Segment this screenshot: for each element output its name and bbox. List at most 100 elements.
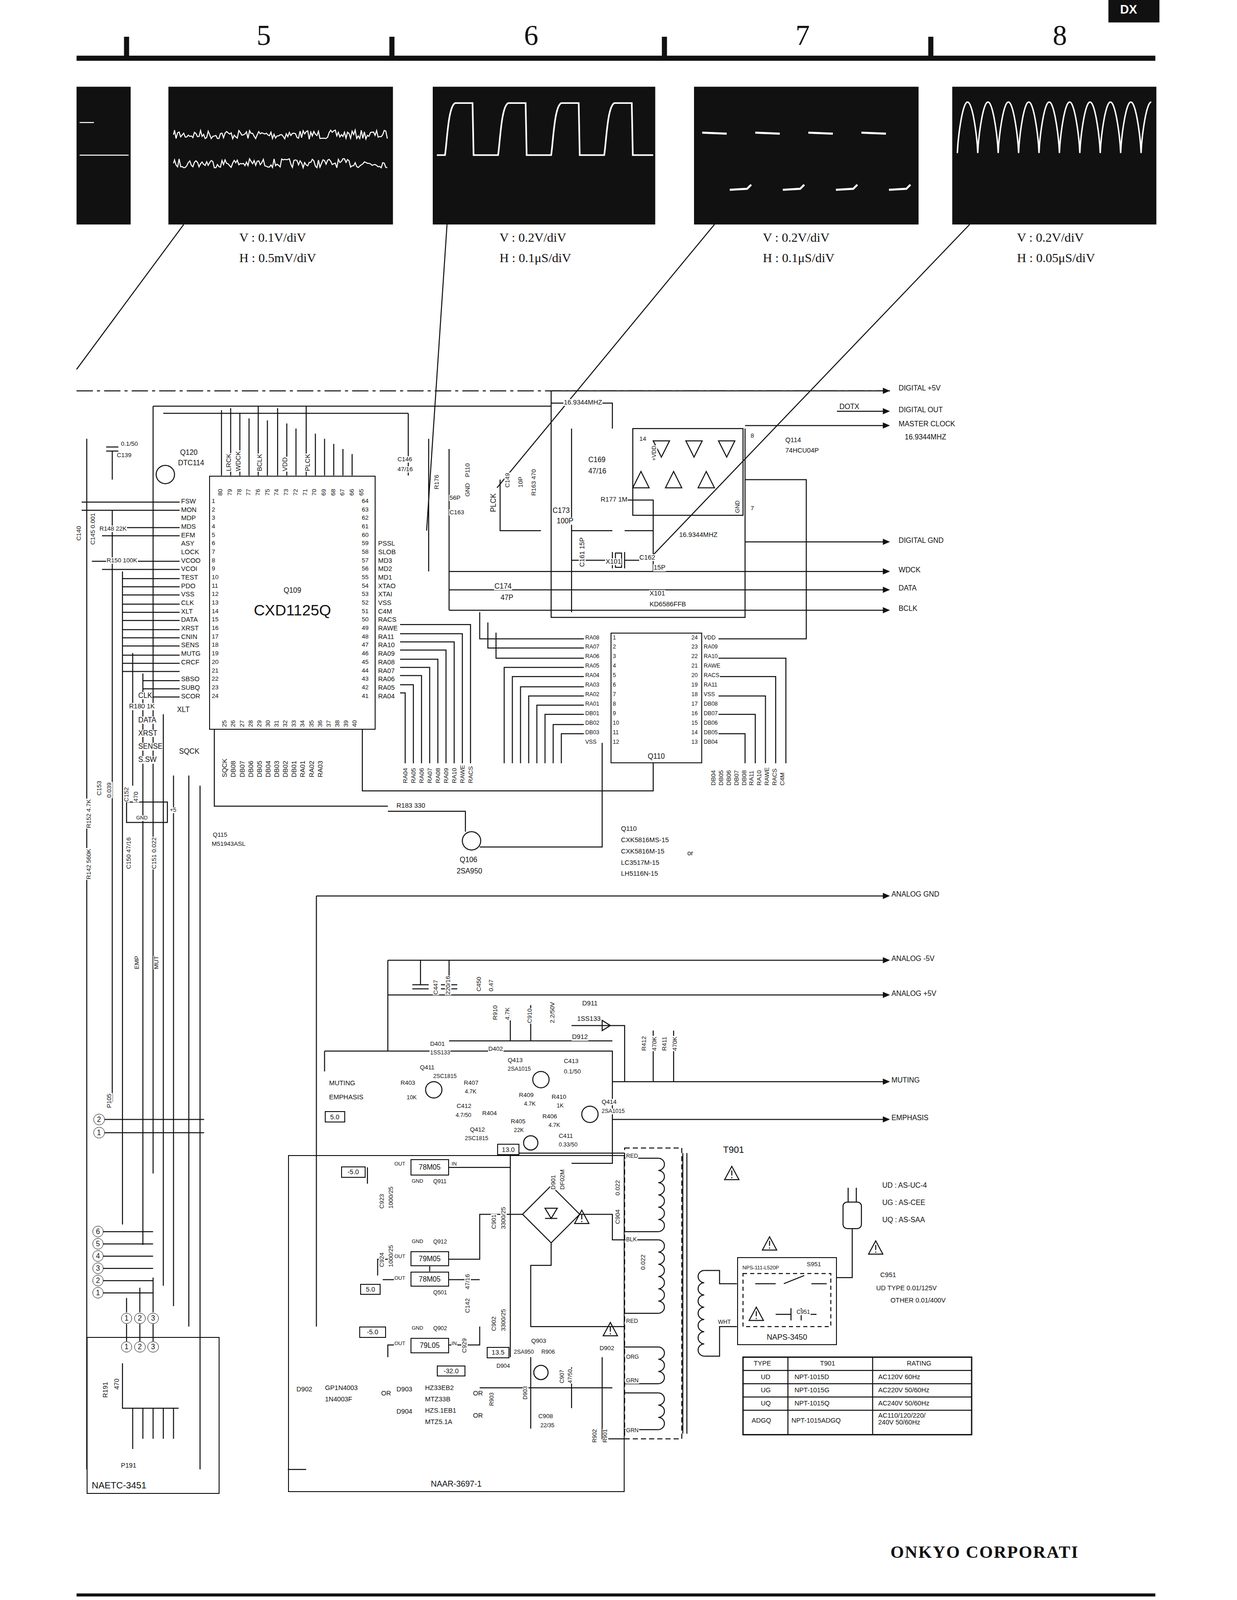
pin-label: 36 (317, 719, 324, 728)
part-label: VCOO (180, 557, 201, 565)
part-label: 14 (211, 608, 220, 615)
page-rule (76, 55, 1156, 61)
part-label: AC110/120/220/ 240V 50/60Hz (877, 1412, 943, 1427)
pin-label: RA02 (308, 760, 316, 778)
switch-symbol (755, 1276, 827, 1321)
part-label: 74HCU04P (784, 447, 820, 455)
part-label: 8 (211, 557, 216, 564)
part-label: D402 (488, 1046, 504, 1053)
wire-connector (152, 1324, 154, 1342)
component-box: 13.0 (497, 1144, 520, 1156)
part-label: RA03 (584, 682, 600, 689)
pin-label: 38 (334, 719, 341, 728)
pin-label: RAWE (459, 764, 466, 784)
part-label: R180 1K (128, 703, 156, 710)
connector-pin: 1 (121, 1341, 133, 1354)
part-label: 47/16 (396, 466, 414, 473)
pin-label: 27 (239, 719, 246, 728)
part-label: 22/35 (539, 1422, 555, 1429)
connector-pin: 4 (92, 1250, 104, 1262)
pin-label: RA09 (443, 767, 450, 784)
part-label: 5 (256, 20, 272, 51)
part-label: 57 (361, 557, 370, 564)
part-label: 1K (556, 1103, 564, 1110)
pin-label: P105 (106, 1093, 113, 1109)
part-label: 100P (556, 517, 574, 526)
connector-pin: 1 (93, 1127, 105, 1139)
part-label: 23 (211, 684, 220, 691)
pin-label: C907 (559, 1369, 566, 1384)
part-label: DB01 (584, 710, 600, 717)
component-name: 3 (150, 1343, 156, 1351)
part-label: R906 (541, 1349, 556, 1356)
part-label: RA06 (584, 653, 600, 660)
pin-label: GND (734, 499, 741, 514)
power-wires (316, 896, 675, 1328)
part-label: P191 (120, 1462, 137, 1470)
part-label: ORG (625, 1354, 640, 1361)
pin-label: 32 (282, 719, 289, 728)
part-label: RED (625, 1318, 639, 1325)
component-box: 5.0 (360, 1284, 381, 1296)
part-label: UD (760, 1373, 771, 1381)
part-label: TYPE (753, 1360, 772, 1368)
part-label: GND (411, 1239, 424, 1245)
part-label: 24 (211, 693, 220, 700)
pin-label: 0.47 (488, 979, 495, 993)
pin-label: 470 (113, 1378, 121, 1390)
part-label: 16.9344MHZ (678, 531, 718, 539)
part-label: 9 (211, 565, 216, 573)
part-label: 13 (690, 739, 699, 746)
scope-screen (432, 86, 656, 225)
pin-label: 470K (651, 1036, 658, 1052)
part-label: 8 (612, 701, 617, 708)
part-label: Q912 (432, 1239, 448, 1246)
component-name: 2 (137, 1314, 143, 1323)
part-label: OUT (394, 1161, 406, 1168)
pin-label: 66 (348, 488, 356, 496)
part-label: GRN (625, 1427, 640, 1434)
part-label: RA01 (584, 701, 600, 708)
part-label: UG (760, 1387, 772, 1394)
part-label: ASY (180, 540, 195, 548)
part-label: PDO (180, 582, 196, 590)
component-name: 13.5 (491, 1349, 505, 1357)
part-label: HZ33EB2 (424, 1384, 455, 1392)
part-label: 2SA950 (513, 1349, 535, 1356)
pin-label: 470K (671, 1036, 679, 1052)
part-label: +5 (169, 807, 177, 814)
part-label: GND (411, 1325, 424, 1332)
pin-label: 47/50 (567, 1369, 574, 1384)
pin-label: R910 (492, 1005, 499, 1021)
component-name: NAPS-3450 (766, 1333, 808, 1343)
pin-label: RA05 (410, 767, 417, 784)
pin-label: R411 (661, 1036, 668, 1052)
square-trace (436, 102, 654, 156)
pin-label: 220/16 (444, 975, 452, 995)
pin-label: DB08 (741, 769, 748, 787)
part-label: 16 (211, 625, 220, 632)
part-label: UD : AS-UC-4 (881, 1182, 928, 1190)
transistor-symbol (533, 1365, 549, 1381)
page-rule (76, 1593, 1156, 1597)
pin-label: RACS (771, 767, 778, 787)
pin-label: C910 (526, 1007, 533, 1024)
part-label: 4 (612, 663, 617, 670)
part-label: V : 0.2V/diV (498, 230, 567, 245)
part-label: SQCK (178, 748, 201, 756)
component-box: -5.0 (359, 1326, 387, 1339)
part-label: D912 (571, 1033, 589, 1041)
component-box: -32.0 (436, 1365, 466, 1378)
part-label: RED (625, 1153, 639, 1160)
pin-label: C929 (461, 1337, 468, 1354)
part-label: R410 (551, 1094, 567, 1101)
part-label: MUTING (890, 1076, 920, 1085)
part-label: MASTER CLOCK (898, 420, 956, 429)
part-label: DB02 (584, 720, 600, 727)
pin-label: 74 (273, 488, 280, 496)
component-name: -5.0 (366, 1328, 379, 1336)
scope-screen (168, 86, 393, 225)
pin-label: 77 (245, 488, 252, 496)
part-label: UQ (760, 1400, 772, 1408)
